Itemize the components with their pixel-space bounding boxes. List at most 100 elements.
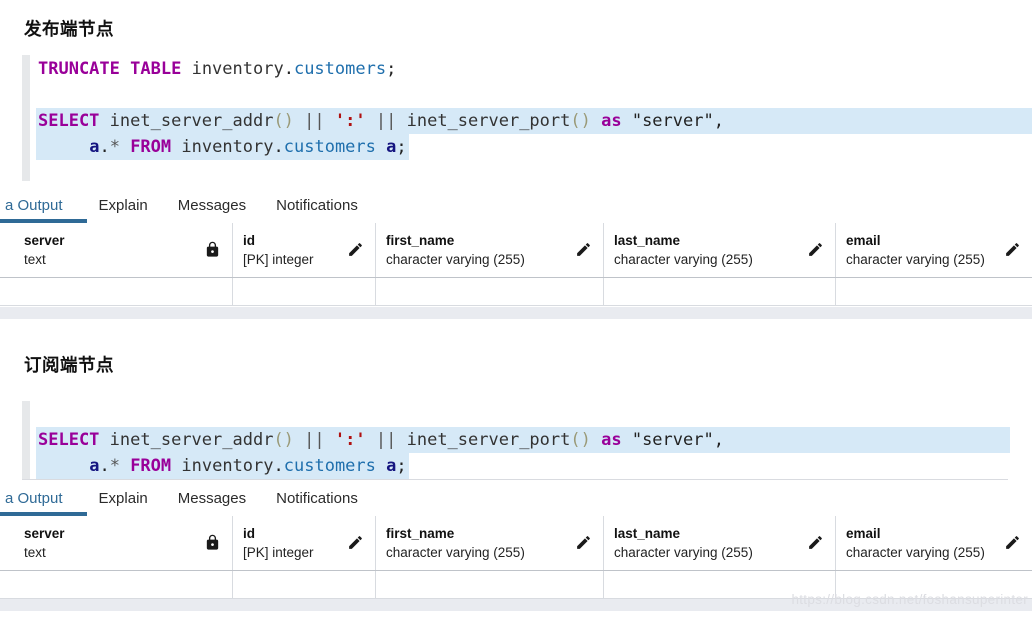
tab-messages[interactable]: Messages — [177, 197, 247, 214]
code-token: . — [99, 456, 110, 476]
code-token: inventory — [191, 59, 284, 79]
results-tabs-publisher: a Output Explain Messages Notifications — [0, 192, 1032, 224]
tab-messages[interactable]: Messages — [177, 490, 247, 507]
grid-cell-empty[interactable] — [376, 571, 604, 598]
grid-cell-empty[interactable] — [836, 571, 1032, 598]
code-token — [591, 111, 601, 131]
sql-editor-publisher[interactable]: TRUNCATE TABLE inventory.customers;SELEC… — [36, 56, 1032, 160]
code-token: ; — [386, 59, 397, 79]
tab-a-output[interactable]: a Output — [0, 485, 87, 516]
code-token: . — [273, 137, 284, 157]
tab-notifications[interactable]: Notifications — [276, 197, 358, 214]
code-token: () — [273, 430, 294, 450]
code-token — [120, 137, 130, 157]
code-token — [294, 111, 304, 131]
code-token — [181, 59, 191, 79]
lock-icon — [204, 534, 222, 552]
column-header-server[interactable]: server text — [0, 516, 233, 570]
grid-scrollbar-track[interactable] — [0, 599, 1032, 611]
grid-cell-empty[interactable] — [376, 278, 604, 305]
code-token: ; — [396, 456, 407, 476]
column-name: email — [846, 233, 881, 248]
column-type: [PK] integer — [243, 545, 314, 560]
column-type: text — [24, 545, 46, 560]
section-title-subscriber: 订阅端节点 — [24, 355, 114, 375]
grid-cell-empty[interactable] — [233, 278, 376, 305]
grid-cell-empty[interactable] — [233, 571, 376, 598]
code-token: inet_server_port — [406, 111, 571, 131]
code-token: || — [375, 430, 397, 450]
code-token: inet_server_port — [406, 430, 571, 450]
code-token: TABLE — [130, 59, 182, 79]
grid-cell-empty[interactable] — [0, 278, 233, 305]
code-token: as — [601, 111, 622, 131]
code-token: FROM — [130, 456, 172, 476]
grid-cell-empty[interactable] — [836, 278, 1032, 305]
code-token: FROM — [130, 137, 172, 157]
sql-editor-subscriber[interactable]: SELECT inet_server_addr() || ':' || inet… — [36, 401, 1032, 479]
code-token: "server", — [621, 111, 724, 131]
tab-a-output[interactable]: a Output — [0, 192, 87, 223]
code-line: a.* FROM inventory.customers a; — [36, 134, 1032, 160]
code-token: TRUNCATE — [38, 59, 120, 79]
column-name: last_name — [614, 526, 681, 541]
pencil-icon — [807, 241, 825, 259]
code-line — [36, 401, 1032, 427]
tab-explain[interactable]: Explain — [98, 490, 148, 507]
code-token — [376, 137, 386, 157]
column-header-email[interactable]: email character varying (255) — [836, 516, 1032, 570]
pencil-icon — [575, 241, 593, 259]
column-name: id — [243, 526, 255, 541]
code-token: inet_server_addr — [109, 430, 274, 450]
code-token: ; — [396, 137, 407, 157]
code-token — [396, 430, 406, 450]
code-line: TRUNCATE TABLE inventory.customers; — [36, 56, 1032, 82]
code-line: SELECT inet_server_addr() || ':' || inet… — [36, 427, 1010, 453]
code-token: . — [283, 59, 294, 79]
column-type: character varying (255) — [846, 545, 985, 560]
column-header-id[interactable]: id [PK] integer — [233, 516, 376, 570]
code-token: inventory — [181, 456, 274, 476]
code-token: a — [89, 456, 100, 476]
column-name: server — [24, 526, 65, 541]
code-token: as — [601, 430, 622, 450]
pencil-icon — [1004, 241, 1022, 259]
code-token: a — [386, 456, 397, 476]
column-name: id — [243, 233, 255, 248]
column-type: character varying (255) — [614, 252, 753, 267]
code-token: a — [386, 137, 397, 157]
code-token — [366, 111, 376, 131]
code-token — [99, 430, 109, 450]
code-token — [120, 456, 130, 476]
watermark: https://blog.csdn.net/foshansuperinter — [791, 592, 1028, 607]
code-token: inet_server_addr — [109, 111, 274, 131]
grid-cell-empty[interactable] — [604, 571, 836, 598]
column-header-id[interactable]: id[PK] integer — [233, 223, 376, 277]
pencil-icon — [575, 534, 593, 552]
code-token — [171, 456, 181, 476]
code-token: . — [273, 456, 284, 476]
column-name: email — [846, 526, 881, 541]
grid-cell-empty[interactable] — [0, 571, 233, 598]
grid-cell-empty[interactable] — [604, 278, 836, 305]
code-token: || — [375, 111, 397, 131]
code-token: "server", — [621, 430, 724, 450]
grid-scrollbar-track[interactable] — [0, 307, 1032, 319]
tab-notifications[interactable]: Notifications — [276, 490, 358, 507]
column-type: text — [24, 252, 46, 267]
code-token: customers — [283, 456, 376, 476]
tab-explain[interactable]: Explain — [98, 197, 148, 214]
code-token — [325, 430, 335, 450]
code-token: || — [304, 430, 325, 450]
pencil-icon — [347, 241, 365, 259]
code-token — [396, 111, 406, 131]
